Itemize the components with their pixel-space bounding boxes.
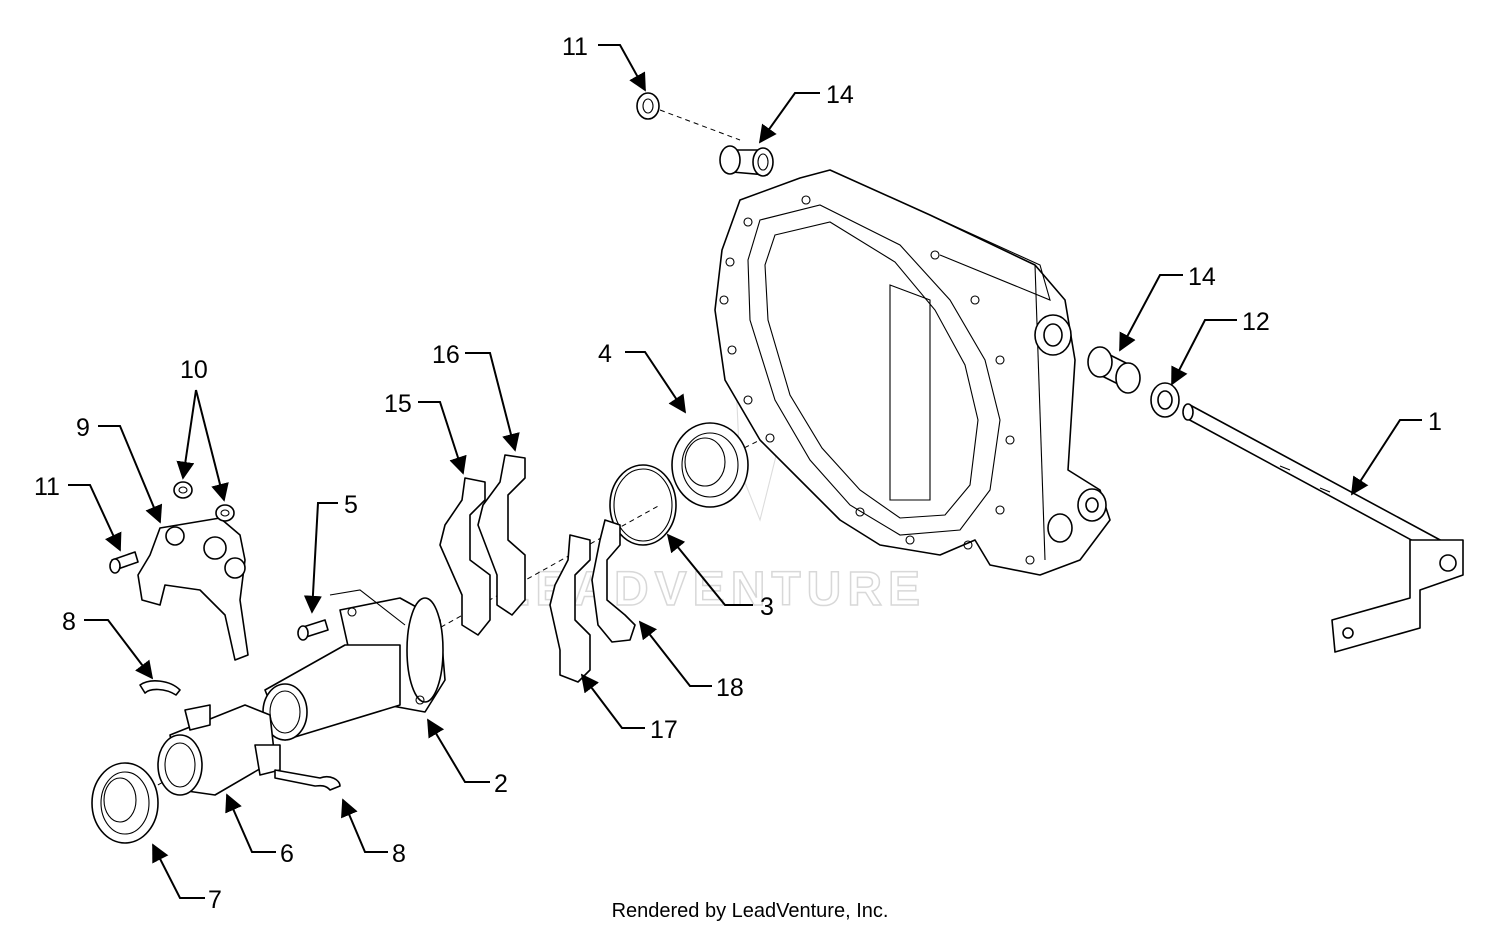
part-bushing-14-right <box>1087 346 1141 394</box>
part-gasket-15 <box>439 477 491 636</box>
callout-18: 18 <box>716 674 744 702</box>
callout-6: 6 <box>280 840 294 868</box>
callout-9: 9 <box>76 414 90 442</box>
part-shaft-lever <box>1182 403 1464 653</box>
part-shift-fork-9 <box>137 517 249 661</box>
part-clip-8-lower <box>274 769 341 791</box>
part-sleeve-6 <box>157 704 281 796</box>
callout-7: 7 <box>208 886 222 914</box>
part-seal-13 <box>636 92 660 120</box>
callout-14-right: 14 <box>1188 263 1216 291</box>
part-seal-12 <box>1150 382 1180 418</box>
callout-4: 4 <box>598 340 612 368</box>
callout-10: 10 <box>180 356 208 384</box>
part-bolt-5 <box>297 619 329 641</box>
part-bearing-4 <box>671 422 749 508</box>
callouts: 11 14 14 12 1 4 3 16 15 18 17 5 <box>34 33 1442 914</box>
part-washer-10-left <box>173 481 193 499</box>
callout-2: 2 <box>494 770 508 798</box>
callout-12: 12 <box>1242 308 1270 336</box>
part-oring-3 <box>609 464 677 546</box>
callout-15: 15 <box>384 390 412 418</box>
callout-1: 1 <box>1428 408 1442 436</box>
part-gasket-18 <box>591 519 636 643</box>
callout-8-lower: 8 <box>392 840 406 868</box>
callout-17: 17 <box>650 716 678 744</box>
callout-13: 11 <box>562 33 588 61</box>
part-clip-8-upper <box>139 680 181 696</box>
footer-credit: Rendered by LeadVenture, Inc. <box>611 900 889 922</box>
callout-3: 3 <box>760 593 774 621</box>
callout-14-top: 14 <box>826 81 854 109</box>
part-bushing-14-top <box>719 145 774 177</box>
callout-8-upper: 8 <box>62 608 76 636</box>
part-seal-7 <box>91 762 159 844</box>
callout-16: 16 <box>432 341 460 369</box>
part-bolt-11 <box>109 551 139 574</box>
part-washer-10-right <box>215 504 235 522</box>
callout-5: 5 <box>344 491 358 519</box>
part-sleeve-flange-2 <box>262 589 446 741</box>
callout-11: 11 <box>34 473 60 501</box>
part-gasket-16 <box>477 454 526 616</box>
part-housing <box>714 169 1111 576</box>
